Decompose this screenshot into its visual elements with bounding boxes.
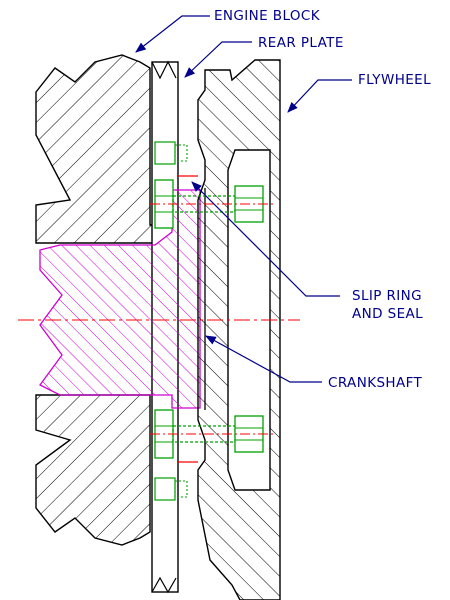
flywheel	[197, 59, 281, 600]
engine-block-lower	[35, 394, 151, 546]
bolt-lower	[150, 409, 275, 501]
label-slip-ring-line2: AND SEAL	[352, 306, 423, 322]
leader-lines	[135, 15, 352, 383]
label-flywheel: FLYWHEEL	[358, 72, 431, 88]
label-engine-block: ENGINE BLOCK	[214, 8, 321, 24]
label-rear-plate: REAR PLATE	[258, 35, 344, 51]
leader-engine-block	[135, 15, 210, 53]
leader-rear-plate	[184, 41, 252, 78]
leader-crankshaft	[205, 335, 322, 383]
bolt-upper	[150, 141, 275, 229]
leader-flywheel	[287, 79, 352, 113]
engine-block-upper	[35, 54, 166, 244]
crankshaft	[39, 189, 201, 409]
leader-slip-ring	[191, 181, 340, 297]
label-crankshaft: CRANKSHAFT	[328, 375, 423, 391]
label-slip-ring-line1: SLIP RING	[352, 288, 422, 304]
